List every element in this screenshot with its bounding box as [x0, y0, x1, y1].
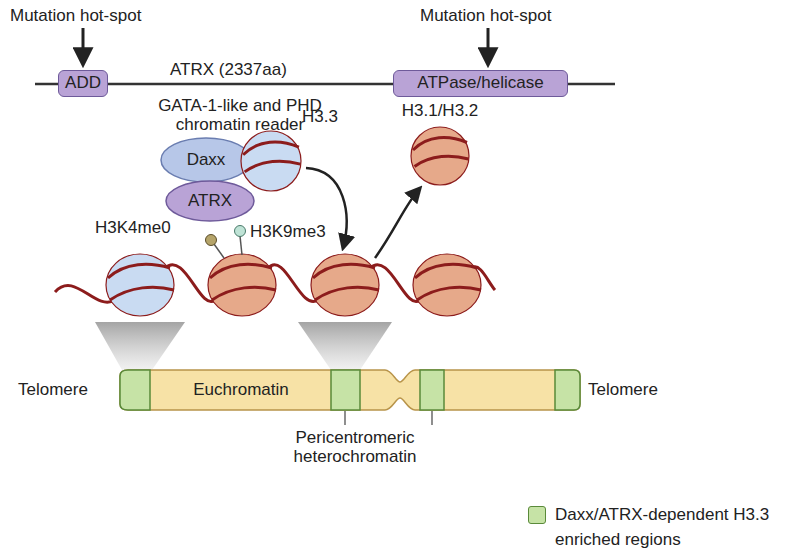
domain-box: ADD	[58, 70, 108, 97]
legend-text: Daxx/ATRX-dependent H3.3 enriched region…	[555, 503, 793, 552]
region-label: Pericentromeric heterochromatin	[285, 428, 425, 466]
legend-swatch	[528, 506, 546, 524]
leader-line	[344, 411, 345, 425]
leader-line	[431, 411, 432, 425]
zoom-fan	[95, 322, 185, 370]
region-label: Telomere	[588, 380, 658, 399]
modification-stalk	[240, 236, 242, 255]
callout-label: Mutation hot-spot	[10, 6, 141, 25]
protein-ellipse: Daxx	[160, 137, 252, 183]
zoom-fan	[298, 322, 392, 370]
node-text: ATPase/helicase	[417, 74, 543, 93]
modification-mark	[235, 226, 246, 237]
chromosome-band: Euchromatin	[152, 371, 330, 409]
annotation-label: GATA-1-like and PHD chromatin reader	[140, 96, 340, 134]
chromosome	[120, 370, 580, 410]
protein-label: ATRX (2337aa)	[170, 60, 287, 79]
modification-mark	[206, 235, 217, 246]
eviction-arrow	[375, 188, 420, 258]
histone-shape	[240, 130, 302, 192]
modification-stalk	[214, 244, 224, 258]
node-text: Daxx	[187, 151, 226, 170]
node-text: ADD	[65, 74, 101, 93]
nucleosome-row	[106, 254, 481, 316]
node-text: Euchromatin	[193, 381, 288, 400]
protein-ellipse: ATRX	[165, 180, 255, 222]
node-text: ATRX	[188, 192, 232, 211]
histone-shape	[410, 126, 470, 186]
histone-circle: H3.3	[240, 130, 302, 192]
modification-label: H3K9me3	[250, 222, 326, 241]
modification-label: H3K4me0	[95, 218, 171, 237]
domain-box: ATPase/helicase	[393, 70, 568, 97]
node-text: H3.1/H3.2	[402, 102, 479, 121]
pointer-arrow	[82, 28, 85, 64]
pointer-arrow	[487, 28, 490, 64]
region-label: Telomere	[18, 380, 88, 399]
histone-circle: H3.1/H3.2	[410, 126, 470, 186]
callout-label: Mutation hot-spot	[420, 6, 551, 25]
